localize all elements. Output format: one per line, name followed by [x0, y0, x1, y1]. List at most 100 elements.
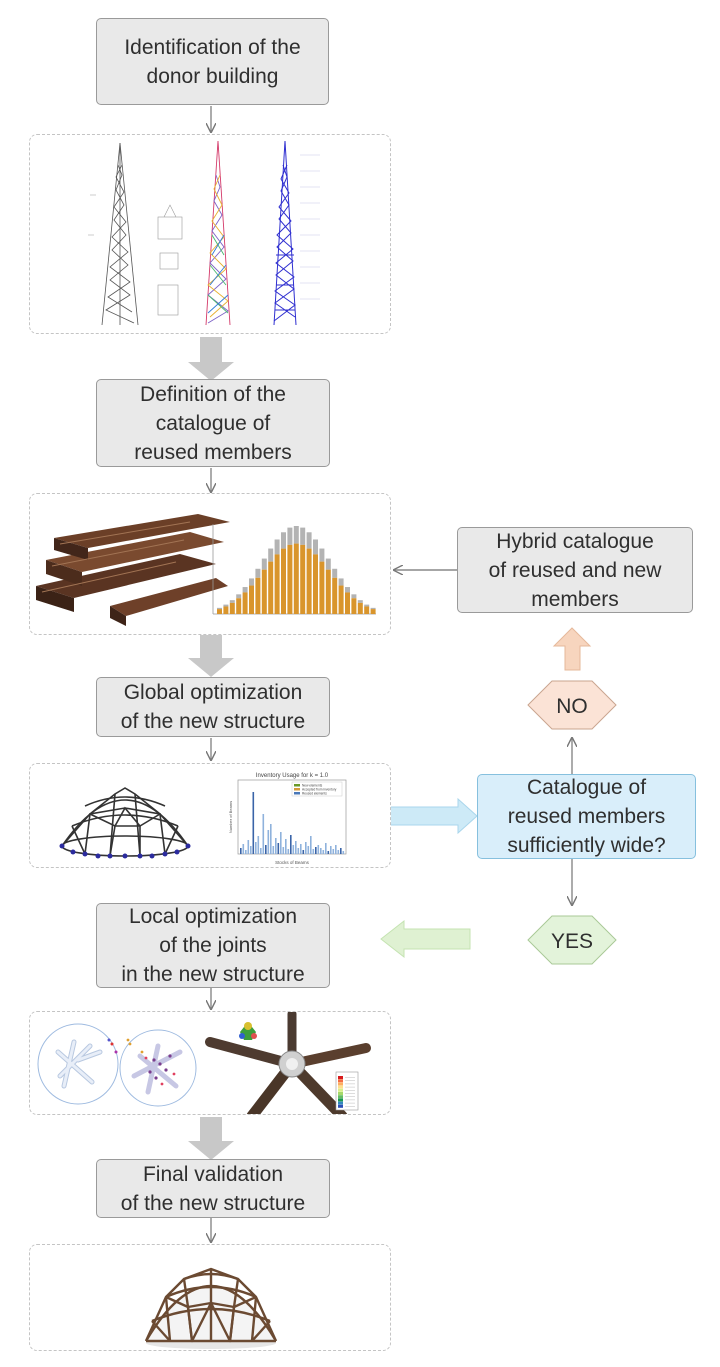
- histogram-bar-grey: [332, 568, 338, 578]
- inventory-bar: [332, 849, 335, 854]
- panel-joint-optimization: [29, 1011, 391, 1115]
- steel-members-illustration: [36, 514, 376, 626]
- inventory-bar: [305, 842, 307, 854]
- stress-legend-swatch: [338, 1088, 343, 1092]
- stress-legend-swatch: [338, 1098, 343, 1102]
- stress-legend-swatch: [338, 1104, 343, 1108]
- box-global-optimization: Global optimization of the new structure: [96, 677, 330, 737]
- tower-colored: [205, 140, 231, 326]
- inventory-bar: [295, 841, 297, 854]
- histogram-bar-grey: [345, 587, 350, 593]
- inventory-bar: [337, 850, 340, 854]
- histogram-bar-grey: [338, 578, 344, 586]
- inventory-usage-chart: Inventory Usage for k = 1.0 Number of Be…: [228, 773, 347, 865]
- histogram-bar-grey: [274, 539, 280, 555]
- inventory-bar: [250, 846, 252, 854]
- inventory-bar: [282, 847, 285, 854]
- inventory-bar: [325, 843, 327, 854]
- inventory-bar: [300, 844, 302, 854]
- stress-legend-swatch: [338, 1095, 343, 1099]
- histogram-bar-orange: [351, 598, 357, 614]
- inventory-bar: [315, 847, 317, 854]
- histogram-bar-grey: [261, 558, 267, 570]
- stress-legend-swatch: [338, 1085, 343, 1089]
- histogram-bar-grey: [325, 558, 331, 570]
- histogram-bar-grey: [268, 548, 274, 562]
- stress-legend-swatch: [338, 1079, 343, 1083]
- box-catalogue-question: Catalogue of reused members sufficiently…: [477, 774, 696, 859]
- stress-legend-swatch: [338, 1101, 343, 1105]
- inventory-bar: [277, 843, 280, 854]
- joint-sphere-left: [37, 1023, 119, 1105]
- histogram-bar-grey: [370, 607, 376, 610]
- histogram-bar-orange: [249, 585, 254, 614]
- inventory-bar: [312, 849, 315, 854]
- steel-beams-stack: [36, 514, 230, 626]
- histogram-bar-orange: [229, 602, 235, 614]
- inventory-bar: [242, 844, 245, 854]
- inventory-chart-title: Inventory Usage for k = 1.0: [256, 773, 329, 779]
- inventory-bar: [327, 851, 330, 854]
- inventory-bar: [330, 846, 332, 854]
- inventory-bar: [240, 848, 242, 854]
- stress-legend-swatch: [338, 1082, 343, 1086]
- inventory-bar: [335, 845, 337, 854]
- inventory-bar: [262, 814, 265, 854]
- inventory-bar: [302, 850, 305, 854]
- inventory-chart-ylabel: Number of Beams: [228, 801, 233, 833]
- block-arrow-right-blue: [388, 797, 478, 835]
- decision-yes-label: YES: [551, 930, 593, 953]
- histogram-bar-grey: [249, 578, 254, 586]
- panel-dome-and-inventory: Inventory Usage for k = 1.0 Number of Be…: [29, 763, 391, 868]
- legend-reused-elements: Reused elements: [302, 792, 327, 796]
- panel-reused-members: [29, 493, 391, 635]
- inventory-bar: [287, 849, 290, 854]
- inventory-bar: [265, 845, 267, 854]
- block-arrow-down-2: [188, 635, 234, 677]
- histogram-bar-orange: [364, 606, 370, 614]
- histogram-bar-grey: [223, 604, 229, 607]
- block-arrow-down-1: [188, 337, 234, 381]
- histogram-bar-orange: [261, 569, 267, 614]
- tower-wireframe: [101, 142, 139, 326]
- inventory-bar: [292, 845, 295, 854]
- dome-wireframe: Inventory Usage for k = 1.0 Number of Be…: [59, 773, 347, 865]
- inventory-bar: [247, 840, 250, 854]
- panel-final-dome: [29, 1244, 391, 1351]
- histogram-bar-orange: [242, 592, 248, 614]
- histogram-bar-orange: [293, 543, 299, 614]
- histogram-bar-orange: [255, 577, 261, 614]
- block-arrow-down-3: [188, 1117, 234, 1160]
- block-arrow-up-orange: [552, 627, 592, 671]
- inventory-bar: [280, 832, 282, 854]
- box-hybrid-catalogue: Hybrid catalogue of reused and new membe…: [457, 527, 693, 613]
- histogram-bar-grey: [255, 568, 261, 578]
- inventory-bar: [297, 848, 300, 854]
- inventory-bar: [285, 839, 287, 854]
- histogram-bar-orange: [338, 585, 344, 614]
- legend-new-elements: New elements: [302, 784, 323, 788]
- histogram-bar-orange: [300, 544, 306, 614]
- joint-sphere-middle: [119, 1029, 197, 1107]
- inventory-bar: [317, 845, 320, 854]
- inventory-bar: [245, 850, 247, 854]
- box-donor-building: Identification of the donor building: [96, 18, 329, 105]
- histogram-bar-grey: [357, 600, 363, 603]
- panel-donor-towers: [29, 134, 391, 334]
- histogram-bar-grey: [319, 548, 325, 562]
- histogram-bar-grey: [300, 527, 306, 545]
- histogram-bar-grey: [229, 600, 235, 603]
- histogram-bar-orange: [357, 602, 363, 614]
- stress-mini-node: [239, 1022, 257, 1040]
- histogram-bar-orange: [345, 592, 350, 614]
- inventory-bar: [310, 836, 312, 854]
- inventory-chart-xlabel: Stocks of Beams: [275, 860, 310, 865]
- final-dome-render: [144, 1267, 278, 1349]
- box-final-validation: Final validation of the new structure: [96, 1159, 330, 1218]
- stress-legend-swatch: [338, 1092, 343, 1095]
- histogram-bar-orange: [217, 609, 222, 614]
- histogram-bar-orange: [325, 569, 331, 614]
- histogram-bar-orange: [306, 548, 312, 614]
- inventory-bar: [307, 846, 310, 854]
